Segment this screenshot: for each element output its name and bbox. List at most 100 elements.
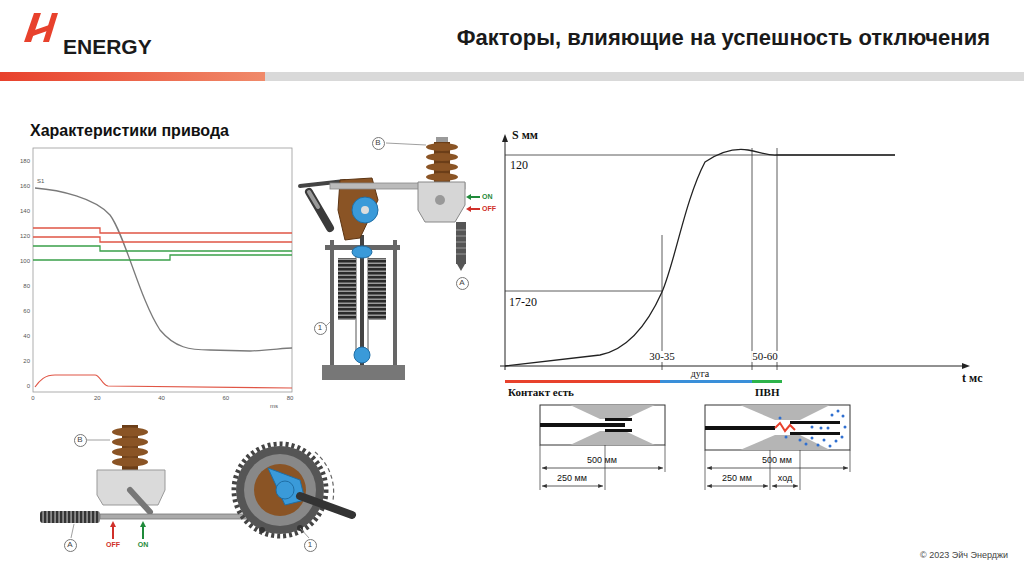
axis-tick: 160: [20, 183, 30, 189]
contact-arcing-sketch-part: [790, 421, 840, 424]
drive-chart-part: [33, 237, 292, 242]
axis-value: 120: [510, 159, 528, 171]
chart-heading: Характеристики привода: [30, 123, 229, 139]
axis-tick: 120: [20, 233, 30, 239]
spring-drive-mechanism-part: [426, 153, 458, 161]
signal-name: ON: [482, 193, 493, 200]
stroke-time-chart-part: [505, 150, 895, 367]
contact-arcing-sketch-part: [799, 439, 802, 442]
stroke-time-chart-part: [962, 363, 970, 369]
manual-drive-mechanism-part: [110, 521, 116, 527]
contact-closed-sketch-part: [605, 418, 632, 421]
manual-drive-mechanism-part: [100, 514, 255, 519]
axis-tick: 40: [23, 333, 30, 339]
header-band-part: [0, 72, 1024, 81]
drive-chart-part: [33, 148, 292, 392]
callout-circle: B: [372, 137, 385, 150]
stroke-time-chart-part: [505, 140, 506, 370]
drive-chart: [33, 148, 292, 392]
manual-drive-mechanism-part: [112, 458, 148, 467]
spring-drive-mechanism-part: [386, 143, 426, 145]
spring-drive-mechanism-part: [426, 163, 458, 171]
callout-number: 1: [318, 324, 322, 332]
contact-arcing-sketch-part: [835, 440, 838, 443]
stroke-time-chart-part: [777, 148, 778, 370]
contact-arcing-sketch-part: [707, 486, 768, 487]
contact-arcing-sketch-part: [827, 427, 830, 430]
contact-arcing-sketch-part: [831, 414, 834, 417]
stroke-time-chart: [500, 134, 970, 382]
manual-drive-mechanism-part: [234, 444, 326, 536]
manual-drive-mechanism-part: [315, 452, 334, 500]
signal-name: ON: [138, 541, 149, 548]
contact-arcing-sketch-part: [779, 410, 847, 448]
axis-tick: 0: [31, 395, 34, 401]
dimension: 250 мм: [557, 474, 587, 483]
spring-drive-mechanism-part: [456, 222, 466, 264]
drive-chart-part: [33, 246, 292, 251]
manual-drive-mechanism-part: [40, 511, 100, 523]
callout-circle: B: [74, 434, 87, 447]
contact-arcing-sketch-part: [772, 486, 798, 487]
spring-drive-mechanism-part: [330, 240, 334, 365]
axis-tick: 180: [20, 158, 30, 164]
spring-drive-mechanism-part: [338, 258, 356, 320]
contact-closed-sketch-part: [570, 405, 655, 419]
manual-drive-mechanism-part: [142, 526, 144, 539]
axis-tick: 100: [20, 258, 30, 264]
stroke-time-chart-part: [752, 148, 753, 370]
contact-arcing-sketch-part: [785, 436, 788, 439]
contact-arcing-sketch-part: [811, 437, 814, 440]
spring-drive-mechanism-part: [352, 246, 372, 258]
contact-arcing-sketch-part: [842, 415, 845, 418]
contact-closed-sketch-part: [542, 486, 603, 487]
contact-closed-sketch: [540, 405, 665, 490]
stroke-time-chart-part: [505, 380, 660, 383]
contact-arcing-sketch-part: [823, 439, 826, 442]
spring-drive-mechanism-part: [426, 173, 458, 181]
contact-arcing-sketch-part: [820, 427, 823, 430]
signal-name: OFF: [106, 541, 120, 548]
manual-drive-mechanism-part: [259, 527, 265, 533]
slide-title: Факторы, влияющие на успешность отключен…: [457, 27, 990, 49]
contact-arcing-sketch-part: [779, 417, 782, 420]
drive-chart-part: [33, 255, 292, 260]
contact-arcing-sketch-part: [841, 436, 844, 439]
axis-tick: 20: [94, 395, 101, 401]
stroke-time-chart-part: [752, 380, 782, 383]
manual-drive-mechanism-part: [130, 490, 150, 512]
contact-arcing-sketch-part: [705, 450, 850, 490]
dimension: ход: [778, 474, 792, 483]
spring-drive-mechanism-part: [368, 258, 386, 320]
header-band: [0, 72, 1024, 81]
manual-drive-mechanism-part: [71, 524, 74, 538]
stroke-time-chart-part: [500, 366, 964, 367]
manual-drive-mechanism-part: [112, 526, 114, 539]
spring-drive-mechanism-part: [456, 230, 466, 254]
spring-drive-mechanism-part: [426, 143, 458, 151]
spring-drive-mechanism-part: [466, 206, 471, 212]
contact-closed-sketch-part: [605, 429, 632, 432]
axis-tick: 80: [287, 395, 294, 401]
contact-arcing-sketch-part: [805, 443, 808, 446]
axis-tick: 20: [23, 358, 30, 364]
spring-drive-mechanism-part: [361, 206, 369, 214]
contact-arcing-sketch-part: [844, 426, 847, 429]
spring-drive-mechanism-part: [435, 195, 445, 205]
copyright: © 2023 Эйч Энерджи: [920, 551, 1008, 560]
spring-drive-mechanism-part: [470, 208, 480, 210]
axis-value: 17-20: [509, 296, 537, 308]
stroke-time-chart-part: [502, 134, 508, 142]
manual-drive-mechanism-part: [300, 496, 352, 515]
axis-title: t мс: [962, 372, 983, 384]
callout-number: 1: [308, 541, 312, 549]
manual-drive-mechanism-part: [112, 428, 148, 437]
drive-chart-part: [33, 228, 292, 233]
spring-drive-mechanism-part: [309, 192, 330, 228]
axis-tick: 60: [222, 395, 229, 401]
callout-number: B: [77, 436, 82, 444]
curve-name: S1: [37, 178, 44, 184]
contact-arcing-sketch-part: [829, 445, 832, 448]
contact-closed-sketch-part: [542, 468, 663, 469]
contact-arcing-sketch-part: [705, 405, 850, 450]
